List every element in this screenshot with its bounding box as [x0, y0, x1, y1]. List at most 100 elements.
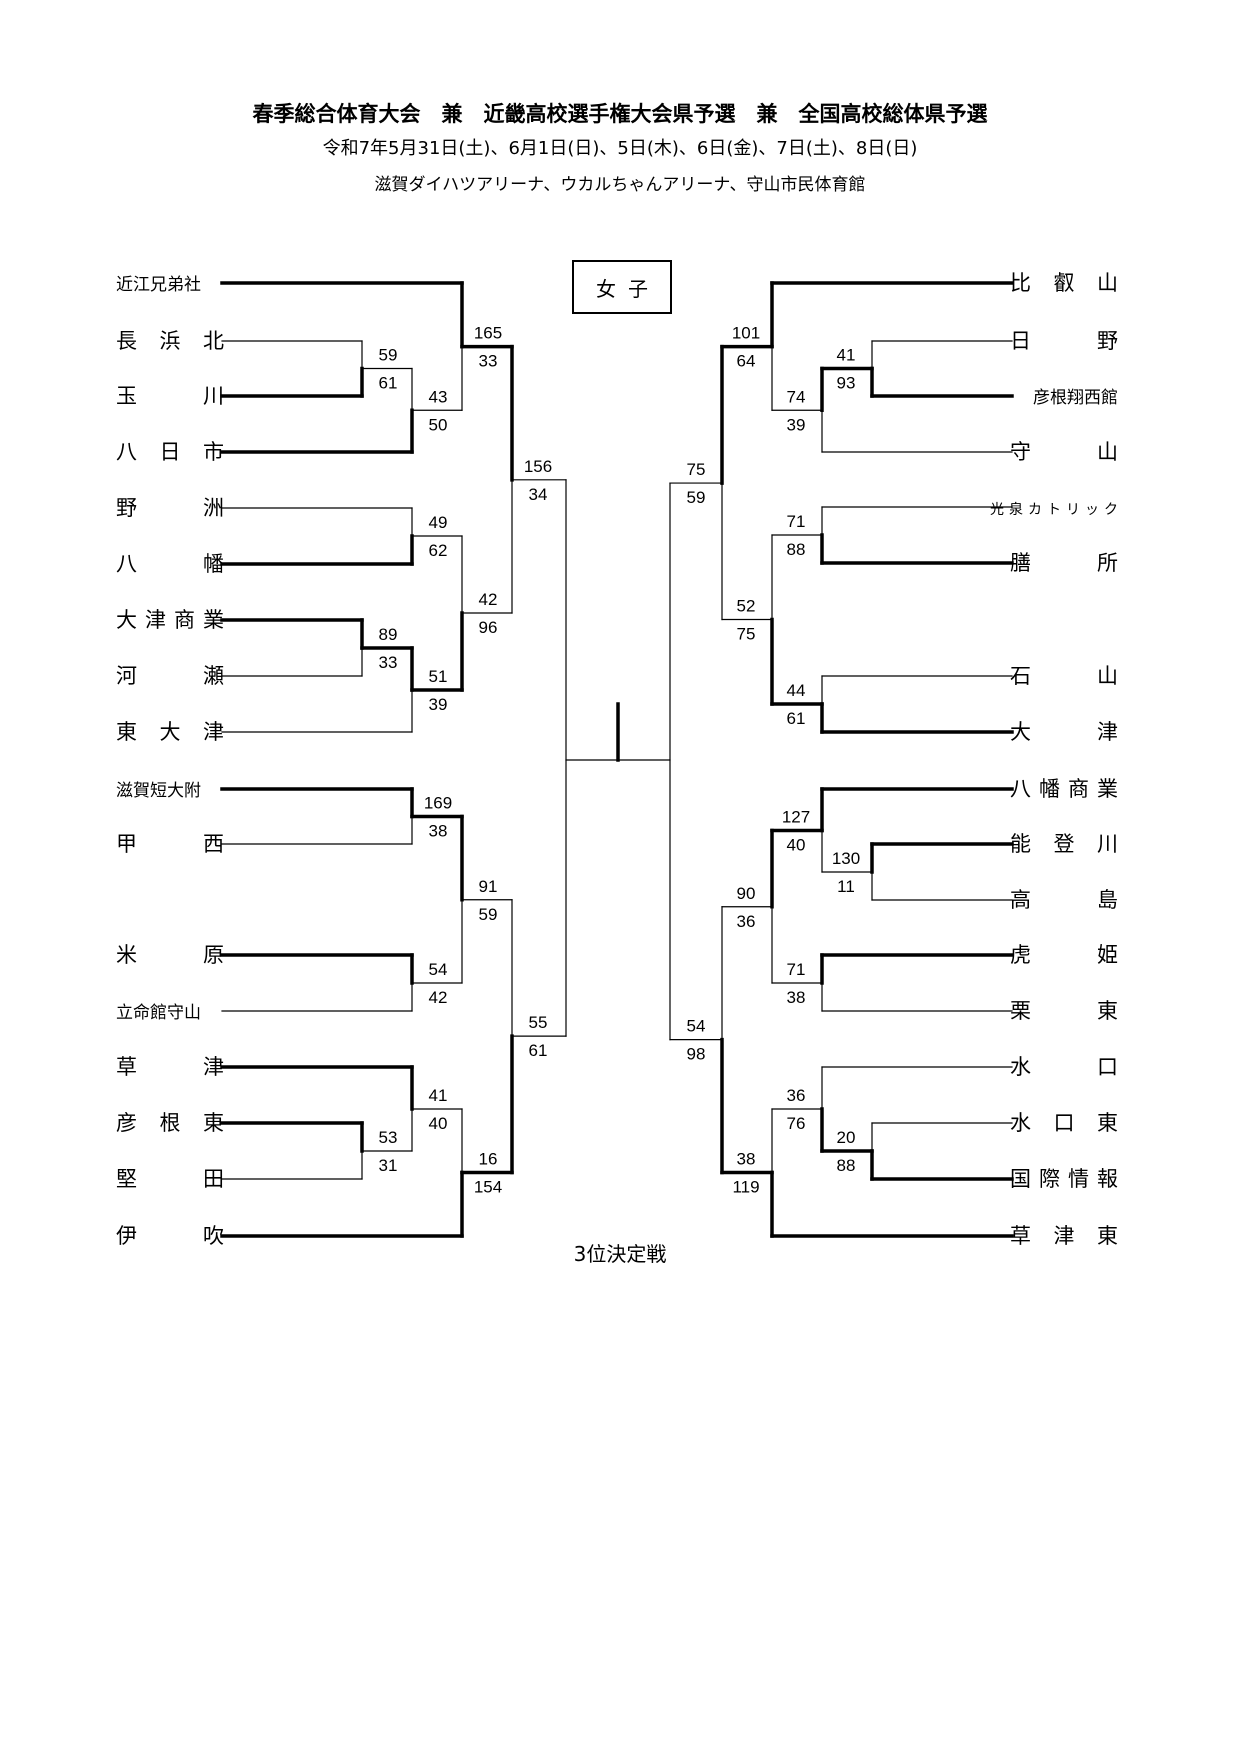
- score-bottom: 75: [737, 625, 756, 644]
- team-name-left: 八日市: [116, 440, 224, 464]
- score-bottom: 33: [479, 352, 498, 371]
- score-top: 156: [524, 457, 552, 476]
- score-top: 51: [429, 667, 448, 686]
- score-bottom: 39: [787, 415, 806, 434]
- score-bottom: 64: [737, 352, 756, 371]
- score-bottom: 11: [837, 877, 855, 896]
- team-name-right: 八幡商業: [1010, 777, 1118, 801]
- score-bottom: 88: [787, 540, 806, 559]
- score-top: 54: [429, 960, 448, 979]
- score-top: 91: [479, 877, 498, 896]
- team-name-left: 伊吹: [116, 1224, 224, 1248]
- team-name-left: 堅田: [116, 1167, 224, 1191]
- team-name-right: 高島: [1010, 888, 1118, 912]
- score-bottom: 50: [429, 415, 448, 434]
- team-name-left: 東大津: [116, 720, 224, 744]
- team-name-left: 大津商業: [116, 608, 224, 632]
- score-top: 41: [429, 1086, 448, 1105]
- team-name-right: 草津東: [1010, 1224, 1118, 1248]
- score-bottom: 119: [732, 1178, 759, 1197]
- team-name-right: 日野: [1010, 329, 1118, 353]
- team-name-left: 長浜北: [116, 329, 224, 353]
- score-top: 44: [787, 681, 806, 700]
- score-bottom: 40: [429, 1114, 448, 1133]
- score-top: 20: [837, 1128, 856, 1147]
- score-top: 71: [787, 960, 806, 979]
- team-name-right: 国際情報: [1010, 1167, 1118, 1191]
- score-top: 41: [837, 346, 856, 365]
- score-top: 71: [787, 512, 806, 531]
- third-place-match-label: 3位決定戦: [573, 1242, 667, 1266]
- score-bottom: 36: [737, 912, 756, 931]
- score-top: 49: [429, 513, 448, 532]
- division-label: 女子: [572, 260, 672, 314]
- tournament-dates: 令和7年5月31日(土)、6月1日(日)、5日(木)、6日(金)、7日(土)、8…: [322, 138, 918, 159]
- score-bottom: 98: [687, 1045, 706, 1064]
- score-bottom: 62: [429, 541, 448, 560]
- team-name-right: 彦根翔西館: [1033, 388, 1118, 408]
- score-top: 127: [782, 808, 810, 827]
- team-name-left: 彦根東: [116, 1111, 224, 1135]
- score-top: 42: [479, 590, 498, 609]
- team-name-left: 河瀬: [116, 664, 224, 688]
- team-name-left: 立命館守山: [116, 1003, 201, 1023]
- score-top: 36: [787, 1086, 806, 1105]
- team-name-right: 大津: [1010, 720, 1118, 744]
- score-top: 90: [737, 884, 756, 903]
- score-bottom: 33: [379, 653, 398, 672]
- score-top: 16: [479, 1150, 498, 1169]
- score-bottom: 61: [529, 1041, 548, 1060]
- score-bottom: 38: [787, 988, 806, 1007]
- score-top: 38: [737, 1150, 756, 1169]
- score-bottom: 96: [479, 618, 498, 637]
- team-name-right: 光泉カトリック: [990, 501, 1118, 518]
- score-bottom: 76: [787, 1114, 806, 1133]
- score-top: 169: [424, 794, 452, 813]
- team-name-left: 滋賀短大附: [116, 781, 201, 801]
- score-bottom: 38: [429, 822, 448, 841]
- team-name-left: 米原: [116, 943, 224, 967]
- score-bottom: 31: [379, 1156, 398, 1175]
- team-name-left: 八幡: [116, 552, 224, 576]
- score-top: 54: [687, 1017, 706, 1036]
- score-top: 130: [832, 849, 860, 868]
- team-name-right: 石山: [1010, 664, 1118, 688]
- team-name-left: 近江兄弟社: [116, 275, 201, 295]
- score-top: 89: [379, 625, 398, 644]
- score-top: 53: [379, 1128, 398, 1147]
- team-name-left: 玉川: [116, 384, 224, 408]
- score-top: 165: [474, 324, 502, 343]
- score-bottom: 40: [787, 836, 806, 855]
- score-top: 101: [732, 324, 760, 343]
- score-bottom: 61: [787, 709, 806, 728]
- score-bottom: 59: [479, 905, 498, 924]
- score-bottom: 34: [529, 485, 548, 504]
- score-bottom: 93: [837, 374, 856, 393]
- tournament-venue: 滋賀ダイハツアリーナ、ウカルちゃんアリーナ、守山市民体育館: [374, 175, 866, 195]
- team-name-right: 虎姫: [1010, 943, 1118, 967]
- team-name-right: 栗東: [1010, 999, 1118, 1023]
- score-top: 52: [737, 597, 756, 616]
- team-name-right: 能登川: [1010, 832, 1118, 856]
- score-bottom: 61: [379, 374, 398, 393]
- team-name-left: 野洲: [116, 496, 224, 520]
- score-top: 74: [787, 387, 806, 406]
- tournament-title: 春季総合体育大会 兼 近畿高校選手権大会県予選 兼 全国高校総体県予選: [252, 102, 988, 126]
- team-name-right: 水口: [1010, 1055, 1118, 1079]
- team-name-right: 水口東: [1010, 1111, 1118, 1135]
- team-name-right: 膳所: [1010, 551, 1118, 575]
- team-name-right: 比叡山: [1010, 271, 1118, 295]
- score-top: 75: [687, 460, 706, 479]
- team-name-left: 甲西: [116, 832, 224, 856]
- score-bottom: 59: [687, 488, 706, 507]
- team-name-left: 草津: [116, 1055, 224, 1079]
- score-top: 55: [529, 1013, 548, 1032]
- score-bottom: 154: [474, 1178, 502, 1197]
- score-bottom: 42: [429, 988, 448, 1007]
- score-bottom: 88: [837, 1156, 856, 1175]
- team-name-right: 守山: [1010, 440, 1118, 464]
- score-top: 59: [379, 346, 398, 365]
- score-bottom: 39: [429, 695, 448, 714]
- score-top: 43: [429, 387, 448, 406]
